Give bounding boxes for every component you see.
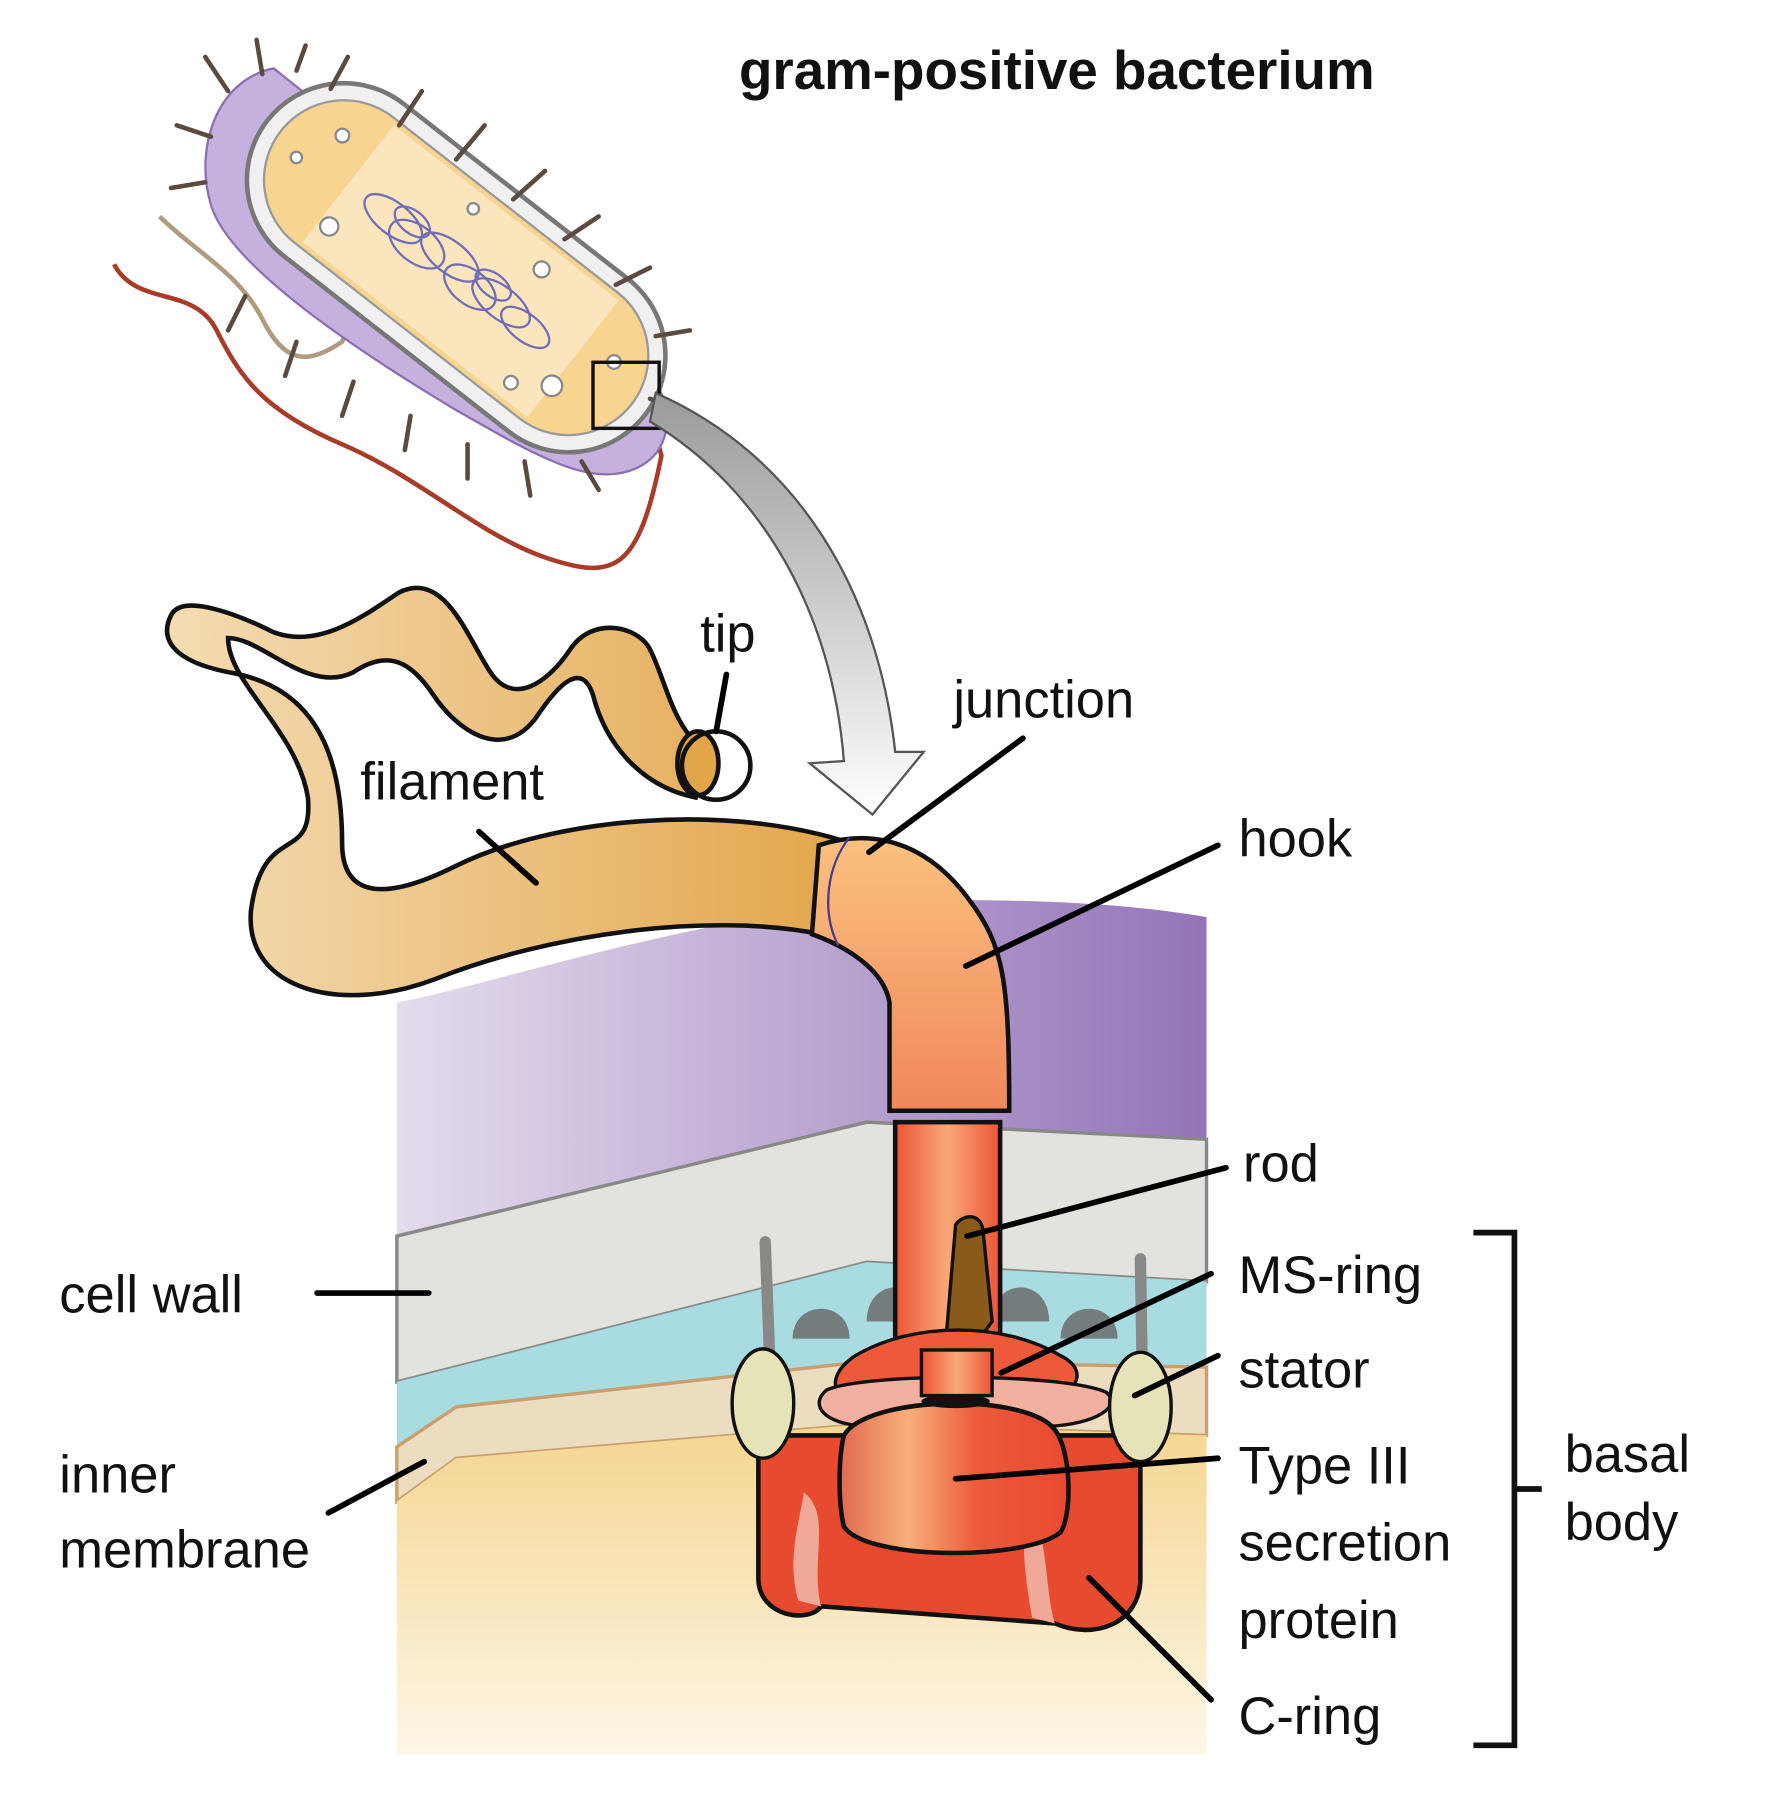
label-rod: rod (1243, 1135, 1319, 1193)
label-basal-body-line2: body (1565, 1494, 1680, 1552)
label-cell-wall: cell wall (59, 1266, 243, 1324)
leader-rod (964, 1164, 1229, 1239)
leader-lines (314, 671, 1542, 1749)
label-inner-membrane-line1: inner (59, 1446, 176, 1504)
diagram-title: gram-positive bacterium (739, 39, 1375, 101)
flagellum-strand (112, 263, 664, 571)
leader-filament (476, 828, 539, 886)
stator-left (730, 1236, 796, 1460)
label-tip: tip (700, 606, 755, 664)
basal-body-structure (730, 1236, 1173, 1633)
bacterium-illustration (112, 37, 693, 571)
nucleoid (363, 192, 551, 350)
label-type3-line2: secretion (1238, 1515, 1451, 1573)
label-inner-membrane: inner membrane (59, 1446, 310, 1579)
label-junction: junction (951, 672, 1134, 730)
c-ring-gap (793, 1492, 822, 1607)
leader-stator (1131, 1352, 1221, 1399)
label-stator: stator (1238, 1342, 1369, 1400)
label-filament: filament (360, 754, 544, 812)
label-ms-ring: MS-ring (1238, 1247, 1422, 1305)
leader-junction (866, 735, 1026, 856)
leader-inner-membrane (325, 1458, 428, 1516)
label-type3-secretion: Type III secretion protein (1238, 1437, 1451, 1650)
label-basal-body-line1: basal (1565, 1426, 1690, 1484)
hook-shape (809, 835, 1012, 1114)
label-type3-line3: protein (1238, 1592, 1398, 1650)
flagellum-strand (158, 214, 368, 359)
junction-line (827, 836, 851, 947)
label-basal-body: basal body (1565, 1426, 1690, 1552)
leader-tip (713, 671, 730, 735)
label-type3-line1: Type III (1238, 1437, 1410, 1495)
leader-c-ring (1086, 1575, 1214, 1703)
label-inner-membrane-line2: membrane (59, 1522, 310, 1580)
label-c-ring: C-ring (1238, 1688, 1381, 1746)
label-hook: hook (1238, 811, 1353, 869)
basal-body-bracket (1473, 1229, 1542, 1749)
leader-ms-ring (998, 1270, 1214, 1376)
leader-hook (963, 842, 1221, 969)
zoom-arrow (648, 391, 927, 817)
rod-base (919, 1348, 994, 1398)
leader-type3 (952, 1455, 1221, 1482)
